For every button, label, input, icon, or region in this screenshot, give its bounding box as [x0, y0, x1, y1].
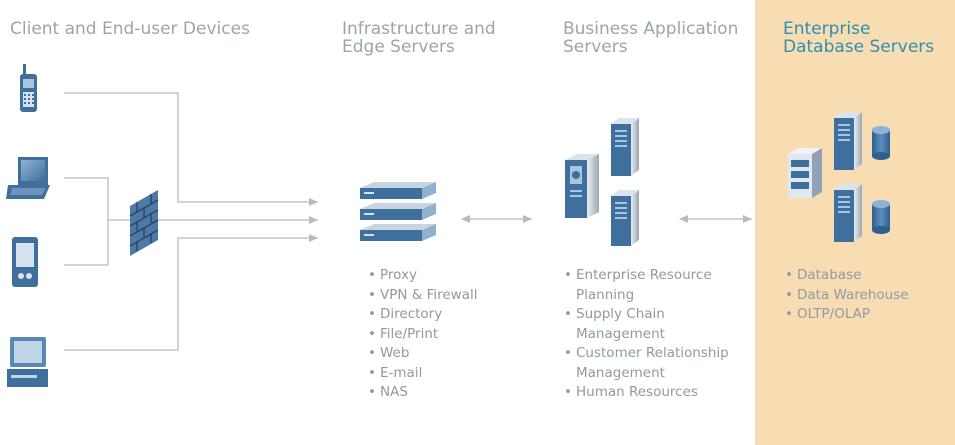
tower-server-icon [834, 112, 862, 170]
desktop-connector [64, 234, 318, 351]
tower-server-icon [565, 154, 599, 218]
desktop-computer-icon [7, 337, 48, 387]
tower-server-icon [834, 184, 862, 242]
business-servers-title: Business Application Servers [563, 19, 739, 57]
phone-connector [64, 92, 318, 206]
list-item: Database [785, 266, 909, 286]
list-item: VPN & Firewall [368, 286, 478, 306]
list-item: File/Print [368, 325, 478, 345]
mobile-phone-icon [20, 64, 37, 112]
list-item: OLTP/OLAP [785, 305, 909, 325]
firewall-icon [129, 190, 159, 256]
list-item: Proxy [368, 266, 478, 286]
tower-server-icon [611, 190, 639, 246]
list-item: Web [368, 344, 478, 364]
list-item: Human Resources [564, 383, 729, 403]
pda-icon [12, 237, 38, 287]
database-types-list: Database Data Warehouse OLTP/OLAP [785, 266, 909, 325]
connector-lines [64, 92, 752, 351]
list-item: E-mail [368, 364, 478, 384]
database-cylinder-icon [872, 200, 890, 234]
laptop-icon [6, 157, 50, 199]
rack-servers-icon [360, 182, 436, 241]
tower-server-icon [788, 148, 822, 198]
device-bracket-connector [64, 177, 109, 266]
edge-servers-title: Infrastructure and Edge Servers [342, 19, 496, 57]
list-item: NAS [368, 383, 478, 403]
database-cylinder-icon [872, 126, 890, 160]
list-item: Directory [368, 305, 478, 325]
database-servers-title: Enterprise Database Servers [783, 19, 935, 57]
tower-server-icon [611, 118, 639, 176]
client-devices-title: Client and End-user Devices [10, 19, 250, 39]
edge-services-list: Proxy VPN & Firewall Directory File/Prin… [368, 266, 478, 403]
list-item: Data Warehouse [785, 286, 909, 306]
